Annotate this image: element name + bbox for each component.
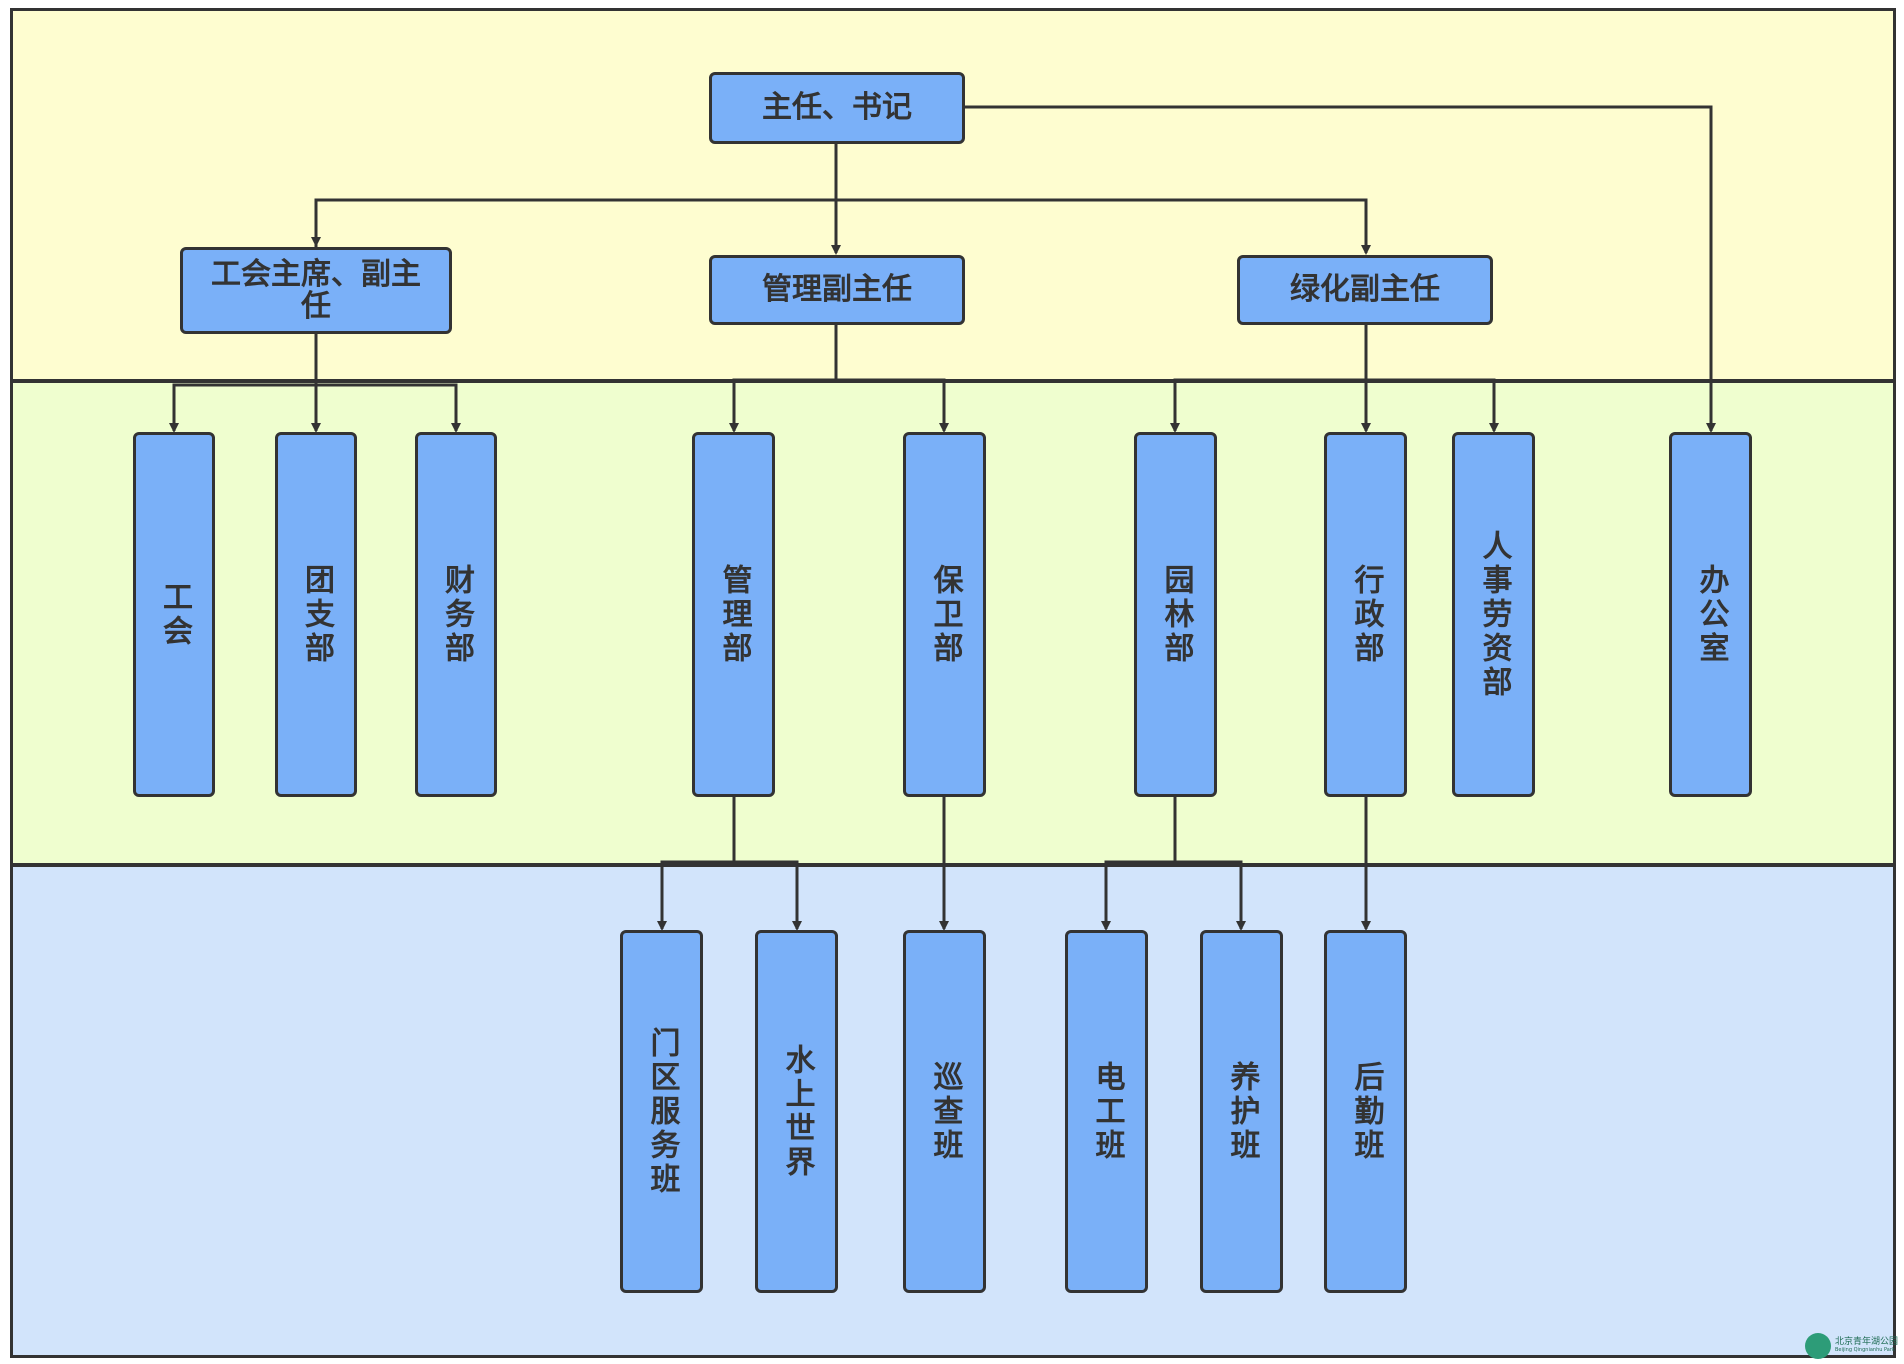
node-union[interactable]: 工会 — [133, 432, 215, 797]
node-logistics[interactable]: 后勤班 — [1324, 930, 1407, 1293]
node-union-chair-label: 工会主席、副主任 — [211, 256, 421, 324]
node-management-label: 管理部 — [716, 563, 752, 666]
node-mgmt-deputy-label: 管理副主任 — [762, 272, 912, 307]
node-water-world-label: 水上世界 — [779, 1043, 815, 1180]
node-landscaping-label: 园林部 — [1158, 563, 1194, 666]
node-finance-label: 财务部 — [439, 563, 474, 666]
node-youth-league-label: 团支部 — [299, 563, 334, 666]
node-security[interactable]: 保卫部 — [903, 432, 986, 797]
node-union-label: 工会 — [157, 580, 192, 649]
node-electrician-label: 电工班 — [1089, 1060, 1125, 1163]
node-director[interactable]: 主任、书记 — [709, 72, 965, 144]
node-maintenance[interactable]: 养护班 — [1200, 930, 1283, 1293]
park-logo: 北京青年湖公园 Beijing Qingnianhu Park — [1805, 1333, 1901, 1361]
node-water-world[interactable]: 水上世界 — [755, 930, 838, 1293]
node-mgmt-deputy[interactable]: 管理副主任 — [709, 255, 965, 325]
node-logistics-label: 后勤班 — [1348, 1060, 1384, 1163]
park-logo-name-en: Beijing Qingnianhu Park — [1835, 1347, 1895, 1353]
node-office[interactable]: 办公室 — [1669, 432, 1752, 797]
node-director-label: 主任、书记 — [762, 90, 912, 125]
edge-director-office — [964, 105, 1716, 433]
node-green-deputy-label: 绿化副主任 — [1290, 272, 1440, 307]
node-gate-service-label: 门区服务班 — [644, 1026, 680, 1197]
node-hr[interactable]: 人事劳资部 — [1452, 432, 1535, 797]
edge-director-side-deputies — [314, 198, 1371, 255]
park-logo-icon — [1805, 1333, 1831, 1359]
node-management[interactable]: 管理部 — [692, 432, 775, 797]
node-union-chair[interactable]: 工会主席、副主任 — [180, 247, 452, 334]
node-security-label: 保卫部 — [927, 563, 963, 666]
node-administration[interactable]: 行政部 — [1324, 432, 1407, 797]
node-gate-service[interactable]: 门区服务班 — [620, 930, 703, 1293]
node-patrol-label: 巡查班 — [927, 1060, 963, 1163]
node-administration-label: 行政部 — [1348, 563, 1384, 666]
node-landscaping[interactable]: 园林部 — [1134, 432, 1217, 797]
node-electrician[interactable]: 电工班 — [1065, 930, 1148, 1293]
node-youth-league[interactable]: 团支部 — [275, 432, 357, 797]
node-office-label: 办公室 — [1693, 563, 1729, 666]
node-finance[interactable]: 财务部 — [415, 432, 497, 797]
node-patrol[interactable]: 巡查班 — [903, 930, 986, 1293]
node-maintenance-label: 养护班 — [1224, 1060, 1260, 1163]
node-green-deputy[interactable]: 绿化副主任 — [1237, 255, 1493, 325]
node-hr-label: 人事劳资部 — [1476, 529, 1512, 700]
park-logo-name-cn: 北京青年湖公园 — [1835, 1337, 1899, 1347]
